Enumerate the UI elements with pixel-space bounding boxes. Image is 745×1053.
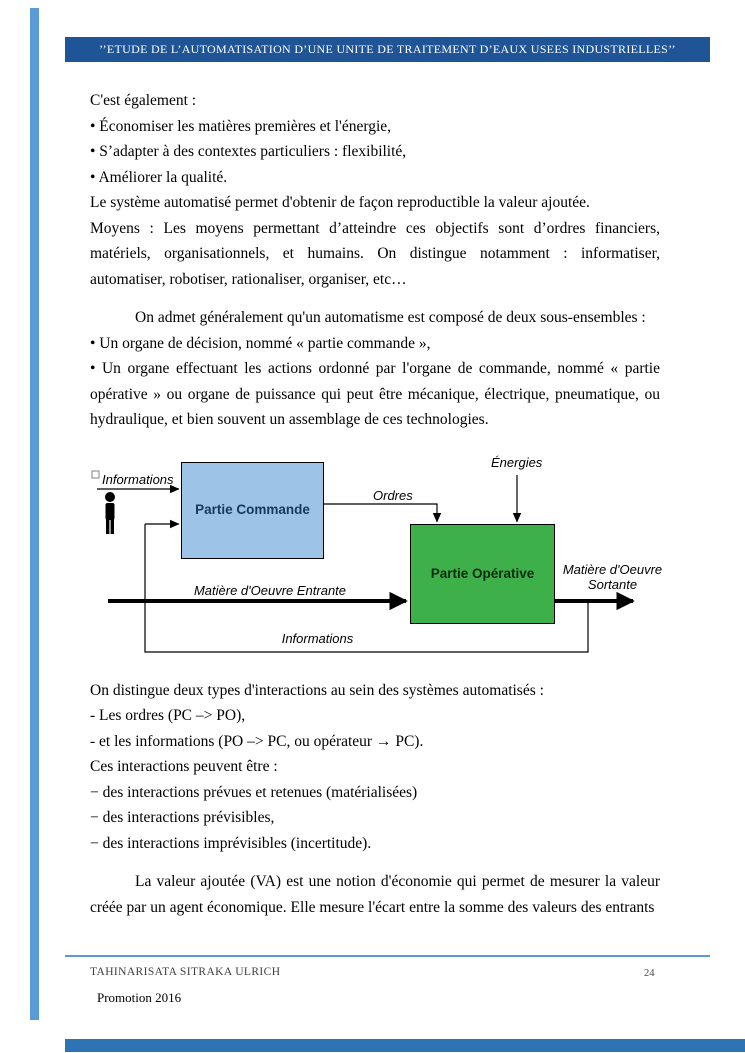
matiere-sortante-label: Matière d'Oeuvre Sortante bbox=[562, 561, 663, 592]
footer-promotion: Promotion 2016 bbox=[97, 990, 182, 1005]
energies-label: Énergies bbox=[491, 454, 543, 470]
paragraph: On distingue deux types d'interactions a… bbox=[90, 681, 544, 699]
feedback-loop-line bbox=[144, 523, 589, 653]
list-line: − des interactions imprévisibles (incert… bbox=[90, 834, 372, 852]
paragraph-spacer bbox=[90, 292, 660, 305]
paragraph: Le système automatisé permet d'obtenir d… bbox=[90, 194, 590, 211]
bullet-item: • Améliorer la qualité. bbox=[90, 168, 228, 186]
list-line: − des interactions prévues et retenues (… bbox=[90, 783, 418, 801]
page-header-bar: ’’ETUDE DE L’AUTOMATISATION D’UNE UNITE … bbox=[65, 37, 710, 62]
operator-icon bbox=[105, 491, 115, 534]
partie-commande-label: Partie Commande bbox=[195, 502, 310, 518]
list-line: - Les ordres (PC –> PO), bbox=[90, 707, 246, 724]
bottom-accent-bar bbox=[65, 1039, 745, 1052]
partie-operative-label: Partie Opérative bbox=[430, 565, 535, 581]
footer-rule bbox=[65, 955, 710, 957]
partie-commande-box: Partie Commande bbox=[181, 461, 324, 559]
footer-page-number: 24 bbox=[644, 968, 655, 979]
informations-input-label: Informations bbox=[102, 471, 174, 487]
matiere-entrante-label: Matière d'Oeuvre Entrante bbox=[193, 582, 347, 598]
paragraph: On admet généralement qu'un automatisme … bbox=[135, 309, 646, 326]
list-line: − des interactions prévisibles, bbox=[90, 809, 275, 826]
paragraph: C'est également : bbox=[90, 92, 197, 109]
paragraph: La valeur ajoutée (VA) est une notion d'… bbox=[90, 873, 660, 916]
list-line: - et les informations (PO –> PC, ou opér… bbox=[90, 732, 424, 750]
footer-author: TAHINARISATA SITRAKA ULRICH bbox=[90, 966, 281, 978]
diagram-wires bbox=[91, 470, 635, 653]
bullet-item: • Un organe de décision, nommé « partie … bbox=[90, 334, 431, 352]
body-content: C'est également : • Économiser les matiè… bbox=[90, 88, 662, 920]
partie-operative-box: Partie Opérative bbox=[410, 523, 555, 624]
ordres-arrow bbox=[324, 502, 442, 523]
paragraph: Ces interactions peuvent être : bbox=[90, 758, 278, 775]
header-title: ’’ETUDE DE L’AUTOMATISATION D’UNE UNITE … bbox=[99, 42, 676, 56]
left-accent-bar bbox=[30, 8, 39, 1020]
anchor-square-icon bbox=[91, 470, 100, 478]
paragraph: Moyens : Les moyens permettant d’atteind… bbox=[90, 219, 660, 288]
ordres-label: Ordres bbox=[373, 487, 413, 503]
paragraph-spacer bbox=[90, 856, 660, 869]
bullet-item: • S’adapter à des contextes particuliers… bbox=[90, 143, 407, 160]
automation-diagram: Informations Partie Commande Ordres Éner… bbox=[85, 449, 665, 664]
bullet-item: • Économiser les matières premières et l… bbox=[90, 117, 392, 135]
informations-feedback-label: Informations bbox=[281, 630, 354, 646]
bullet-item: • Un organe effectuant les actions ordon… bbox=[90, 360, 660, 428]
